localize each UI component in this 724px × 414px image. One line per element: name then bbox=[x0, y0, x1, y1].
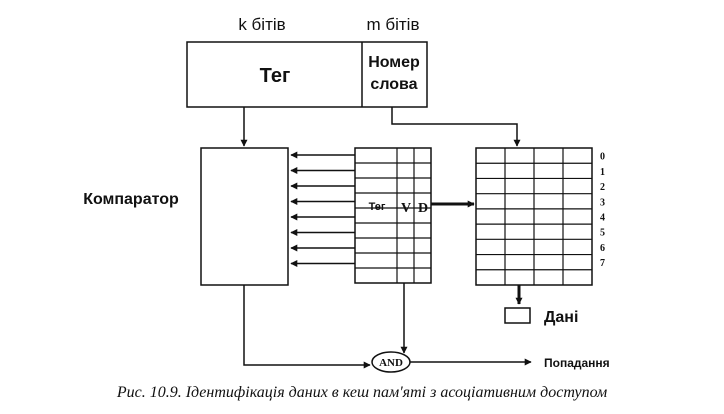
data-label: Дані bbox=[544, 309, 578, 326]
word-number-to-data-arrow bbox=[391, 107, 521, 147]
row-index: 3 bbox=[600, 197, 605, 208]
word-number-label-line1: Номер bbox=[368, 54, 420, 71]
row-v-label: V bbox=[401, 201, 411, 216]
tag-memory-frame bbox=[354, 147, 432, 284]
row-index: 4 bbox=[600, 213, 605, 224]
tag-field-label: Тег bbox=[260, 65, 291, 87]
figure-caption: Рис. 10.9. Ідентифікація даних в кеш пам… bbox=[116, 384, 607, 401]
row-index: 0 bbox=[600, 152, 605, 163]
row-index: 6 bbox=[600, 243, 605, 254]
comparator-to-and-line bbox=[243, 285, 371, 369]
hit-label: Попадання bbox=[544, 356, 610, 370]
k-bits-label: k бітів bbox=[238, 15, 285, 34]
row-d-label: D bbox=[418, 201, 428, 216]
address-register bbox=[186, 41, 428, 108]
row-indices: 0 1 2 3 4 5 6 7 bbox=[600, 152, 605, 270]
row-tag-label: Тег bbox=[369, 201, 386, 213]
row-index: 2 bbox=[600, 182, 605, 193]
comparator-input-arrows bbox=[290, 151, 355, 267]
row-index: 5 bbox=[600, 228, 605, 239]
tag-memory bbox=[354, 147, 432, 284]
row-index: 7 bbox=[600, 258, 605, 269]
comparator-box bbox=[200, 147, 289, 286]
m-bits-label: m бітів bbox=[367, 15, 420, 34]
data-memory bbox=[475, 147, 593, 286]
word-number-label-line2: слова bbox=[370, 76, 417, 93]
data-output-box bbox=[504, 307, 531, 324]
comparator-label: Компаратор bbox=[83, 191, 179, 208]
row-index: 1 bbox=[600, 167, 605, 178]
and-gate-label: AND bbox=[379, 357, 403, 369]
